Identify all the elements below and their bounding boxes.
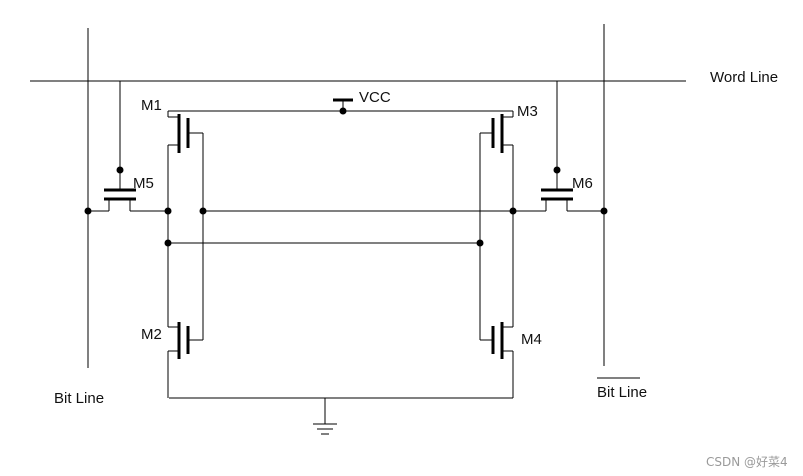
junction-dot-right-cross — [476, 239, 484, 247]
word-line-label: Word Line — [710, 69, 778, 86]
junction-dot-left-node — [164, 207, 172, 215]
junction-dot-m5-gate — [116, 166, 124, 174]
junction-dot-bit-line-left — [84, 207, 92, 215]
transistor-m2 — [168, 322, 203, 359]
junction-dot-bit-line-right — [600, 207, 608, 215]
m2-label: M2 — [141, 326, 162, 343]
junction-dot-m6-gate — [553, 166, 561, 174]
junction-dot-left-cross — [164, 239, 172, 247]
transistor-m1 — [167, 111, 203, 153]
m4-label: M4 — [521, 331, 542, 348]
ground-symbol — [313, 423, 337, 435]
junction-dot-right-node — [509, 207, 517, 215]
bit-line-left-label: Bit Line — [54, 390, 104, 407]
transistor-m6 — [513, 81, 604, 212]
vcc-label: VCC — [359, 89, 391, 106]
junction-dot-left-gate — [199, 207, 207, 215]
transistor-m3 — [480, 111, 514, 153]
m1-label: M1 — [141, 97, 162, 114]
junction-dot-vcc — [339, 107, 347, 115]
watermark: CSDN @好菜4 — [706, 455, 788, 469]
bit-line-right-label: Bit Line — [597, 384, 647, 401]
m5-label: M5 — [133, 175, 154, 192]
m6-label: M6 — [572, 175, 593, 192]
transistor-m4 — [480, 322, 513, 359]
m3-label: M3 — [517, 103, 538, 120]
